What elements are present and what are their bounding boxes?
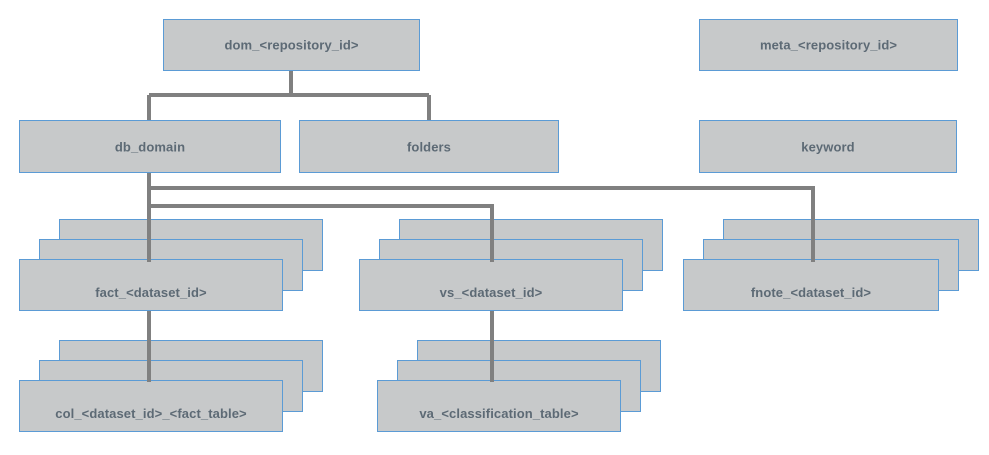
node-fnote-dataset-id-stack[interactable]: fnote_<dataset_id> [683,219,979,311]
node-label: keyword [801,139,855,154]
node-folders[interactable]: folders [299,120,559,173]
node-fact-dataset-id-stack[interactable]: fact_<dataset_id> [19,219,323,311]
node-label: dom_<repository_id> [224,37,359,53]
edge-dom-to-children [147,71,431,120]
node-label: fnote_<dataset_id> [750,285,872,300]
node-vs-dataset-id-stack[interactable]: vs_<dataset_id> [359,219,663,311]
node-col-dataset-id-fact-table-stack[interactable]: col_<dataset_id>_<fact_table> [19,340,323,432]
node-meta-repository-id[interactable]: meta_<repository_id> [699,19,958,71]
node-dom-repository-id[interactable]: dom_<repository_id> [163,19,420,71]
node-va-classification-table-stack[interactable]: va_<classification_table> [377,340,661,432]
stack-sheet-front[interactable] [683,259,939,311]
node-label: folders [406,139,452,154]
node-db-domain[interactable]: db_domain [19,120,281,173]
node-label: col_<dataset_id>_<fact_table> [55,406,247,421]
stack-sheet-front[interactable] [377,380,621,432]
node-keyword[interactable]: keyword [699,120,957,173]
node-label: meta_<repository_id> [759,37,898,53]
node-label: db_domain [114,139,186,154]
node-label: vs_<dataset_id> [439,285,543,300]
stack-sheet-front[interactable] [359,259,623,311]
node-label: va_<classification_table> [419,406,579,421]
node-label: fact_<dataset_id> [95,285,207,300]
stack-sheet-front[interactable] [19,380,283,432]
